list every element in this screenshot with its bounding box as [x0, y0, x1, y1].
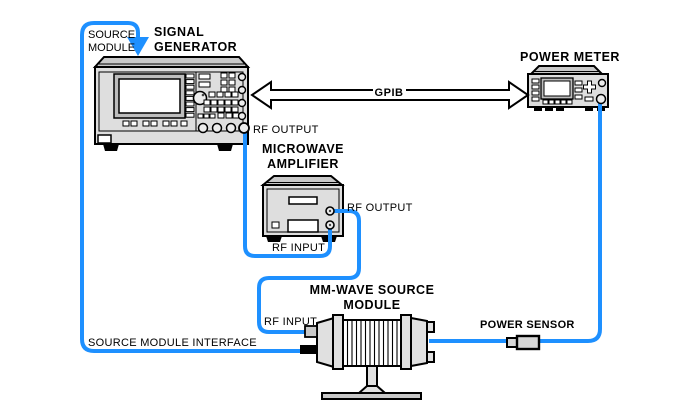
power-meter-illustration	[527, 65, 609, 111]
source-module-arrow-icon	[127, 37, 149, 56]
amp-rf-input-label: RF INPUT	[272, 242, 326, 254]
source-module-interface-label: SOURCE MODULE INTERFACE	[88, 337, 257, 349]
mm-wave-module-label: MM-WAVE SOURCE MODULE	[309, 283, 435, 312]
module-interface-connector	[300, 345, 317, 354]
sig-gen-rf-output-label: RF OUTPUT	[253, 124, 319, 136]
power-sensor-label: POWER SENSOR	[480, 319, 575, 331]
dpad-icon	[583, 80, 596, 94]
amp-rf-output-connector	[325, 206, 335, 216]
amp-to-module-cable	[257, 209, 361, 334]
amp-rf-input-connector	[325, 220, 335, 230]
source-module-label: SOURCE MODULE	[88, 29, 136, 54]
mm-wave-module-illustration	[316, 314, 435, 400]
module-rf-input-connector	[304, 325, 318, 338]
module-rf-input-label: RF INPUT	[264, 316, 318, 328]
signal-generator-illustration	[92, 56, 251, 151]
gpib-label-bg	[373, 84, 406, 98]
microwave-amplifier-label: MICROWAVE AMPLIFIER	[261, 142, 345, 171]
amp-rf-output-label: RF OUTPUT	[347, 202, 413, 214]
power-sensor-icon	[506, 334, 541, 351]
module-to-power-meter-cable	[429, 103, 602, 343]
power-meter-label: POWER METER	[520, 50, 620, 64]
sig-gen-to-amp-cable	[243, 130, 332, 258]
source-module-interface-cable	[80, 21, 303, 353]
sig-gen-rf-output-connector	[238, 122, 250, 134]
power-meter-sensor-connector	[595, 93, 607, 105]
signal-generator-label: SIGNAL GENERATOR	[154, 25, 238, 54]
gpib-label: GPIB	[375, 87, 404, 99]
